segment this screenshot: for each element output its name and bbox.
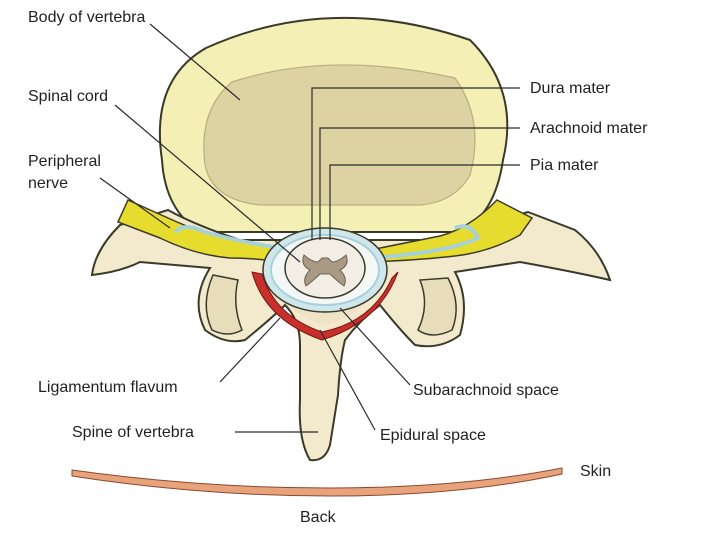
leader-dura-mater [311,87,520,240]
left-transverse-process [205,274,243,335]
leader-ligamentum-flavum [219,317,281,383]
label-peripheral-nerve-line2: nerve [28,175,68,192]
gray-matter [302,254,348,287]
label-pia-mater: Pia mater [530,157,599,174]
label-subarachnoid-space: Subarachnoid space [413,382,559,399]
label-skin: Skin [580,463,611,480]
right-transverse-process [417,277,457,336]
leader-spinal-cord [114,104,301,263]
vertebral-arch [90,208,612,462]
nerve-sheath-right [371,224,481,260]
label-ligamentum-flavum: Ligamentum flavum [38,379,178,396]
leader-epidural-space [319,329,376,431]
skin [71,467,563,497]
label-spine-of-vertebra: Spine of vertebra [72,424,194,441]
label-body-of-vertebra: Body of vertebra [28,9,146,26]
label-epidural-space: Epidural space [380,427,486,444]
label-spinal-cord: Spinal cord [28,88,108,105]
label-arachnoid-mater: Arachnoid mater [530,120,648,137]
leader-pia-mater [329,164,520,240]
label-dura-mater: Dura mater [530,80,611,97]
leader-peripheral-nerve [99,177,171,229]
leader-subarachnoid-space [339,307,411,386]
ligamentum-flavum [251,271,399,341]
label-peripheral-nerve-line1: Peripheral [28,153,101,170]
leader-arachnoid-mater [319,127,520,240]
label-back: Back [300,509,337,526]
vertebral-body-inner [203,64,476,206]
nerve-sheath-left [173,225,281,250]
leader-body-of-vertebra [149,23,241,101]
